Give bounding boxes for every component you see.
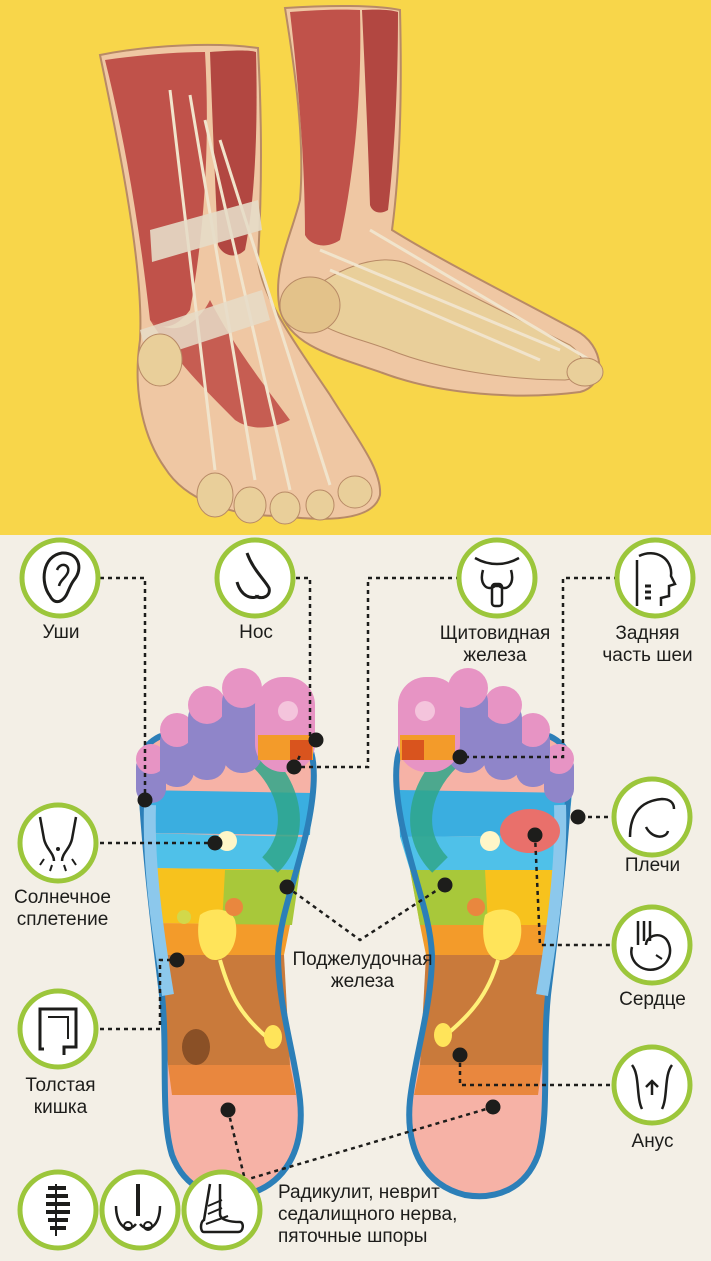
anus-icon	[611, 1044, 693, 1126]
solar-plexus-icon	[17, 802, 99, 884]
left-zone-heel	[172, 1095, 297, 1197]
label-nose: Нос	[239, 622, 273, 643]
thyroid-icon	[456, 537, 538, 619]
front-foot-illustration	[98, 43, 382, 525]
label-shoulders: Плечи	[624, 855, 681, 876]
connector-dots	[137, 732, 586, 1118]
colon-icon	[17, 988, 99, 1070]
label-sciatica: Радикулит, неврит седалищного нерва, пят…	[278, 1182, 458, 1247]
reflexology-map-panel: Уши Нос Щитовидная железа Задняя часть ш…	[0, 535, 711, 1261]
side-foot-illustration	[277, 4, 604, 397]
right-foot	[393, 668, 574, 1200]
anatomy-illustration	[0, 0, 711, 535]
neck-icon	[614, 537, 696, 619]
nose-icon	[214, 537, 296, 619]
heart-icon	[611, 904, 693, 986]
label-heart: Сердце	[619, 989, 686, 1010]
left-zone-head	[138, 790, 312, 835]
label-ears: Уши	[42, 622, 80, 643]
label-anus: Анус	[631, 1131, 674, 1152]
ear-icon	[19, 537, 101, 619]
label-solar-plexus: Солнечное сплетение	[14, 887, 111, 930]
right-zone-heel	[410, 1095, 538, 1195]
bandaged-foot-icon	[181, 1169, 263, 1251]
shoulder-icon	[611, 776, 693, 858]
label-pancreas: Поджелудочная железа	[292, 949, 433, 992]
reflexology-map	[0, 535, 711, 1261]
right-zone-bladder	[414, 1065, 542, 1095]
label-thyroid: Щитовидная железа	[439, 623, 551, 666]
left-zone-bladder	[168, 1065, 296, 1095]
label-neck-back: Задняя часть шеи	[602, 623, 693, 666]
right-zone-intestine	[420, 955, 552, 1065]
label-colon: Толстая кишка	[25, 1075, 96, 1118]
spine-icon	[17, 1169, 99, 1251]
left-foot	[136, 668, 317, 1200]
map-background	[0, 535, 711, 1261]
pelvis-icon	[99, 1169, 181, 1251]
anatomy-illustration-panel	[0, 0, 711, 535]
